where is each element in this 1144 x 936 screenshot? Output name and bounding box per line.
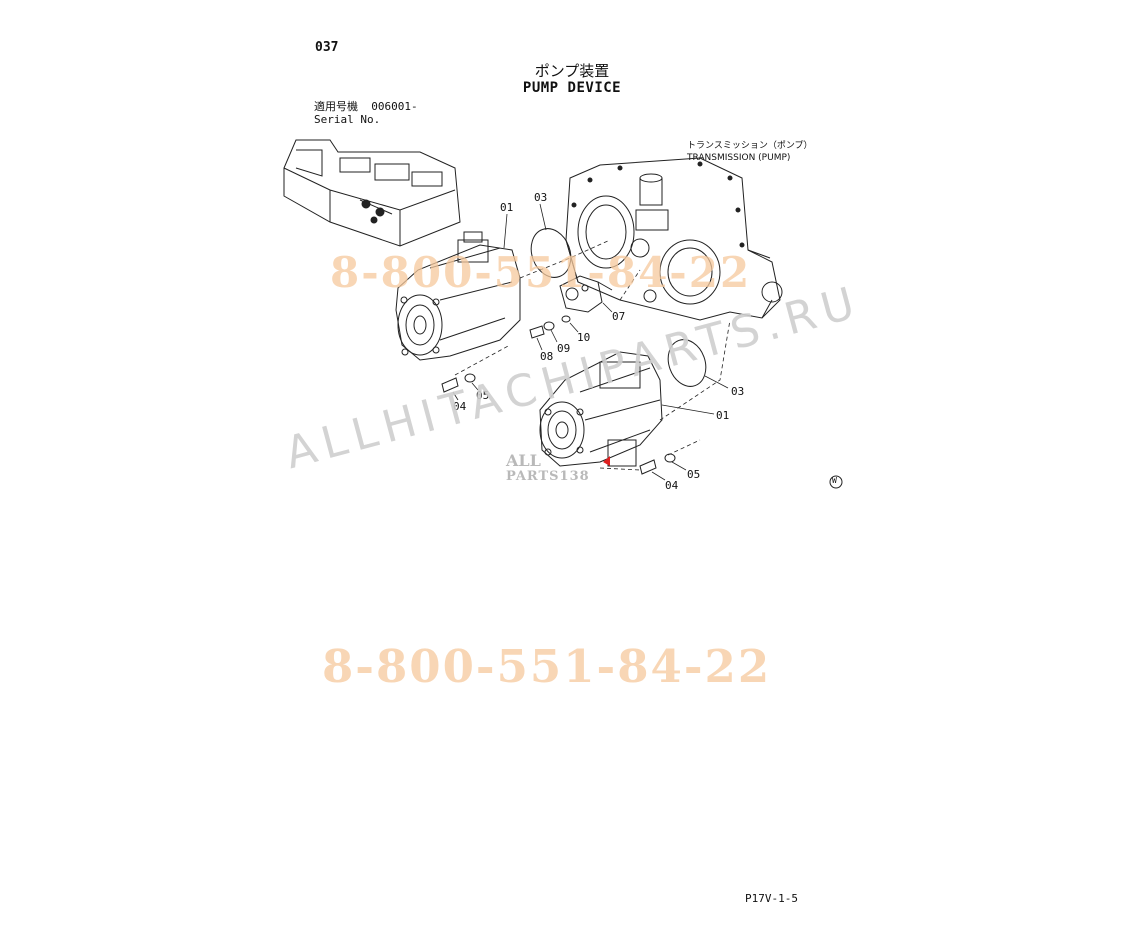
transmission-label-english: TRANSMISSION (PUMP): [687, 153, 791, 163]
w-symbol-letter: W: [832, 476, 837, 485]
serial-block: 適用号機 006001- Serial No.: [314, 100, 418, 126]
watermark-phone-bottom: 8-800-551-84-22: [322, 640, 772, 693]
motor-07: [559, 275, 613, 313]
o-ring-lower: [667, 339, 707, 387]
page-title-japanese: ポンプ装置: [534, 62, 610, 80]
part-label-09: 09: [557, 342, 571, 355]
transmission-label-japanese: トランスミッション（ポンプ）: [687, 141, 813, 151]
part-label-05-left: 05: [476, 389, 490, 402]
w-symbol-circle: [829, 475, 843, 489]
page-title-english: PUMP DEVICE: [522, 80, 622, 96]
serial-value: 006001-: [371, 100, 418, 113]
fasteners: [441, 315, 676, 475]
leader-lines: [452, 203, 729, 481]
watermark-phone-top: 8-800-551-84-22: [330, 248, 752, 297]
part-label-01-upper: 01: [500, 201, 514, 214]
watermark-logo-line1: ALL: [506, 451, 541, 470]
serial-label-english: Serial No.: [314, 113, 381, 126]
part-label-05-right: 05: [687, 468, 701, 481]
pump-upper: [395, 231, 521, 361]
watermark-logo-line2: PARTS138: [506, 469, 590, 484]
part-label-04-right: 04: [665, 479, 679, 492]
part-label-10: 10: [577, 331, 591, 344]
part-label-04-left: 04: [453, 400, 467, 413]
pump-lower: [539, 351, 663, 467]
part-label-07: 07: [612, 310, 626, 323]
excavator-thumbnail: [283, 139, 461, 247]
assembly-lines: [454, 239, 731, 471]
watermark-logo: ALL PARTS138: [506, 453, 590, 485]
serial-label-japanese: 適用号機: [314, 100, 358, 113]
part-label-03-upper: 03: [534, 191, 548, 204]
transmission-callout: トランスミッション（ポンプ） TRANSMISSION (PUMP): [687, 140, 813, 164]
page-number: 037: [315, 40, 339, 55]
o-ring-upper: [530, 228, 572, 278]
red-marker: [603, 456, 610, 466]
part-label-01-lower: 01: [716, 409, 730, 422]
document-code: P17V-1-5: [745, 892, 798, 905]
part-label-03-lower: 03: [731, 385, 745, 398]
part-label-08: 08: [540, 350, 554, 363]
